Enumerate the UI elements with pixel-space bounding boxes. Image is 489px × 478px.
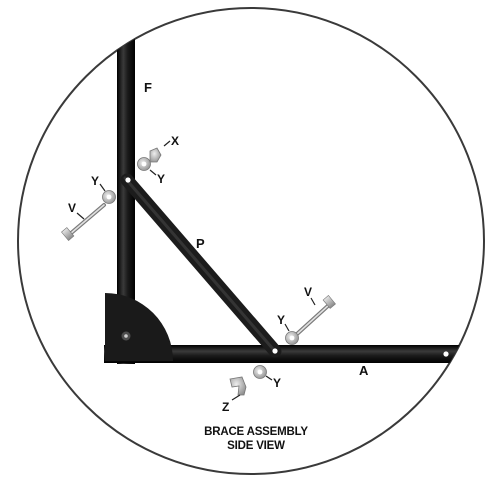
label-nut-upper: X [171,134,179,148]
frame-tube-horizontal [104,345,484,363]
upper-nut-icon [149,147,162,163]
frame-end-hole [443,351,449,357]
detail-circle-outline [17,7,485,475]
lower-clip-icon [229,376,247,396]
upper-bolt [61,203,106,241]
label-bolt-lower: V [304,285,312,299]
label-washer-lower-bottom: Y [273,376,281,390]
label-brace: P [196,236,205,251]
label-frame-horizontal: A [359,363,369,378]
caption-line-1: BRACE ASSEMBLY [204,426,308,438]
label-clip-lower: Z [222,400,229,414]
leader-lines [76,140,316,401]
label-washer-lower-right: Y [277,313,285,327]
lower-bottom-washer-icon [253,365,267,379]
lower-pivot-hole [272,348,278,354]
label-washer-upper-right: Y [157,172,165,186]
label-frame-vertical: F [144,80,152,95]
lower-right-washer-icon [285,331,299,345]
upper-left-washer-icon [102,190,116,204]
upper-right-washer-icon [137,157,151,171]
label-bolt-upper: V [68,201,76,215]
label-washer-upper-left: Y [91,174,99,188]
caption-line-2: SIDE VIEW [227,440,285,452]
lower-bolt [295,295,336,336]
upper-pivot-hole [125,177,131,183]
corner-gusset-plate [105,293,173,361]
